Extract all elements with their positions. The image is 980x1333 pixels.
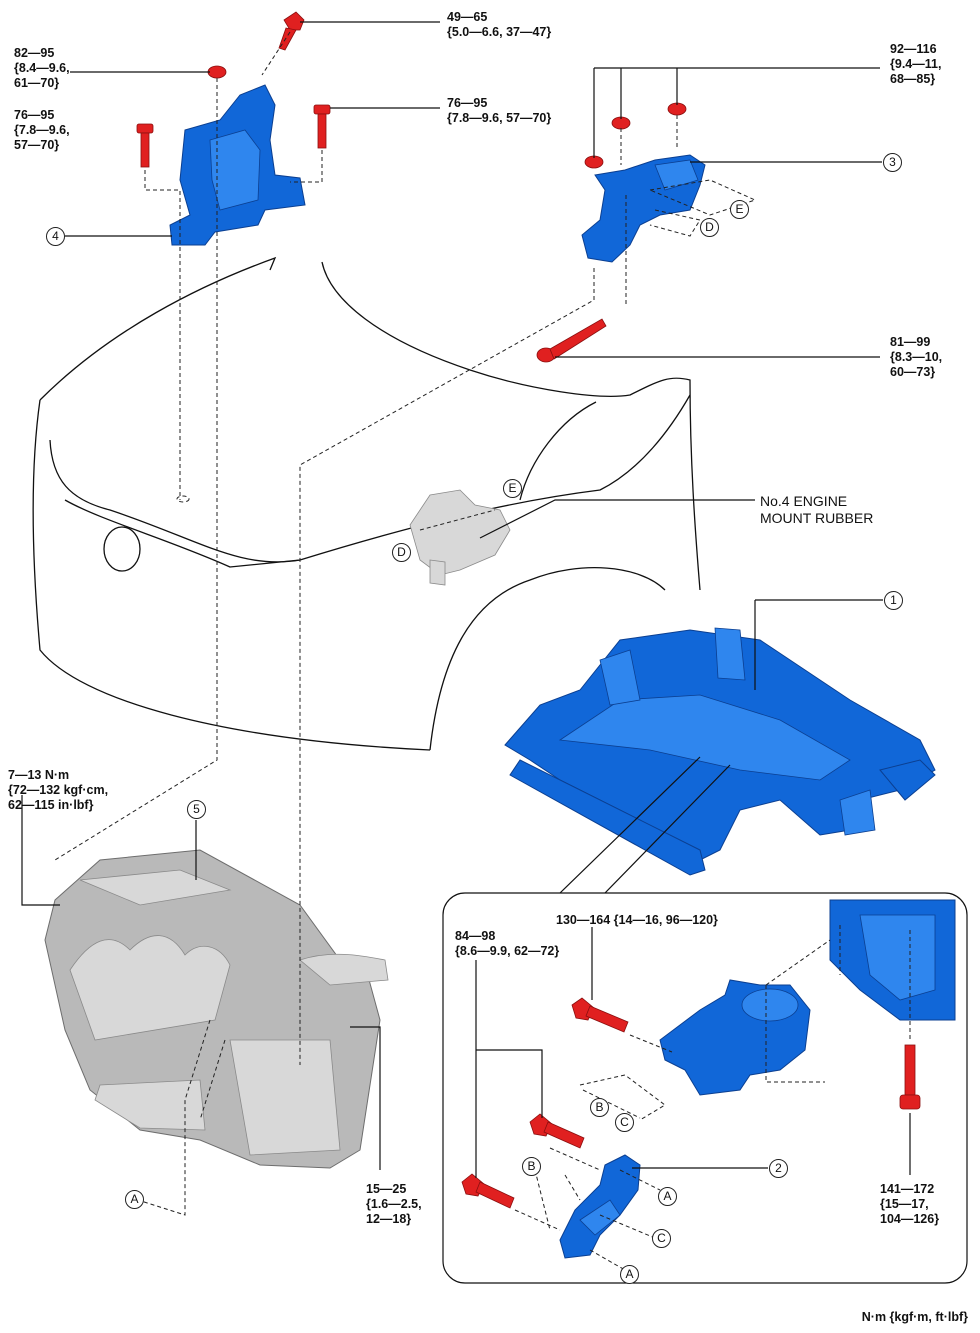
mount-part-4 [169,84,306,246]
bolts [136,11,921,1209]
dashed-lines [54,31,911,1271]
callout-e-body: E [503,479,522,498]
front-crossmember [504,627,936,876]
torque-label-76-95-right: 76—95 {7.8—9.6, 57—70} [447,96,552,125]
leader-lines [21,21,968,1284]
bolt-82-95 [207,65,227,79]
no4-engine-mount-rubber-label: No.4 ENGINE MOUNT RUBBER [760,493,874,526]
bolt-84-98-lower [461,1173,515,1209]
callout-d-body: D [392,543,411,562]
callout-2: 2 [769,1159,788,1178]
callout-a-engine: A [125,1190,144,1209]
callout-a-inset-lower: A [620,1265,639,1284]
inset-parts [559,899,956,1259]
bolt-49-65 [278,11,305,51]
torque-label-81-99: 81—99 {8.3—10, 60—73} [890,335,943,379]
torque-label-84-98: 84—98 {8.6—9.9, 62—72} [455,929,560,958]
torque-label-76-95-left: 76—95 {7.8—9.6, 57—70} [14,108,70,152]
bolt-81-99 [536,318,607,363]
engine-illustration [44,849,389,1169]
torque-label-92-116: 92—116 {9.4—11, 68—85} [890,42,942,86]
bolt-84-98-upper [529,1113,585,1149]
callout-1: 1 [884,591,903,610]
callout-3: 3 [883,153,902,172]
torque-label-15-25: 15—25 {1.6—2.5, 12—18} [366,1182,422,1226]
callout-b-inset-upper: B [590,1098,609,1117]
callout-b-inset-lower: B [522,1157,541,1176]
bolt-141-172 [899,1044,921,1110]
torque-units-legend: N·m {kgf·m, ft·lbf} [861,1310,968,1324]
callout-c-inset-lower: C [652,1229,671,1248]
callout-4: 4 [46,227,65,246]
bolt-130-164 [571,997,629,1033]
callout-c-inset-upper: C [615,1113,634,1132]
bolt-76-95-left [136,123,154,168]
callout-5: 5 [187,800,206,819]
callout-a-inset-upper: A [658,1187,677,1206]
torque-label-141-172: 141—172 {15—17, 104—126} [880,1182,940,1226]
torque-label-7-13: 7—13 N·m {72—132 kgf·cm, 62—115 in·lbf} [8,768,109,812]
no4-engine-mount-rubber-part [409,489,511,586]
callout-d-bracket: D [700,218,719,237]
bolt-76-95-right [313,104,331,149]
torque-label-49-65: 49—65 {5.0—6.6, 37—47} [447,10,552,39]
torque-label-130-164: 130—164 {14—16, 96—120} [556,913,718,927]
callout-e-bracket: E [730,200,749,219]
vehicle-body-outline [32,256,701,751]
torque-label-82-95: 82—95 {8.4—9.6, 61—70} [14,46,70,90]
mount-part-3 [581,154,706,263]
